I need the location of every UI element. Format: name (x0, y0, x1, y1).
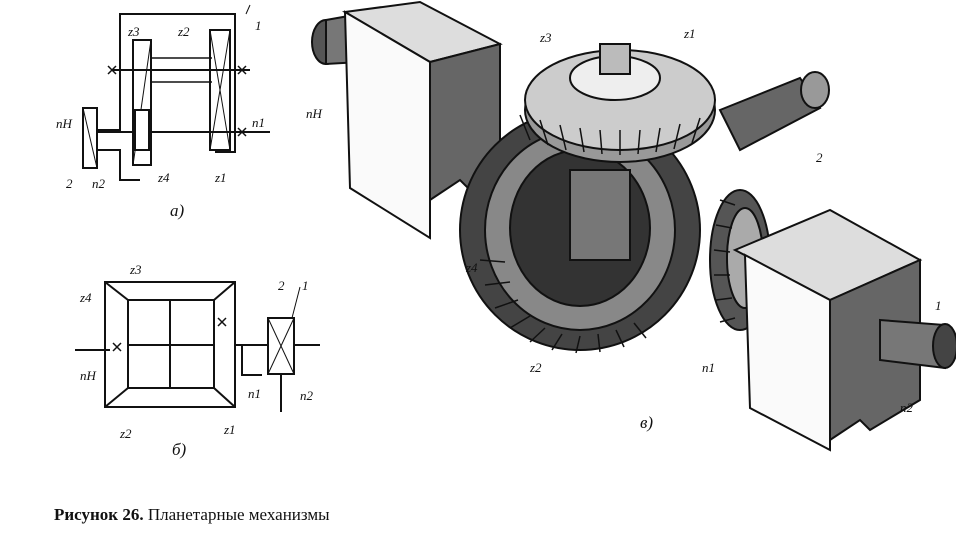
gear-teeth (479, 114, 736, 354)
label-n2: n2 (92, 176, 106, 191)
label-nh: nH (56, 116, 73, 131)
label-2: 2 (816, 150, 823, 165)
diagram-c (311, 0, 956, 452)
diagram-a-labels: z3 z2 1 nH n1 2 n2 z4 z1 а) (56, 18, 265, 220)
label-nh: nH (80, 368, 97, 383)
label-n2: n2 (300, 388, 314, 403)
label-1: 1 (255, 18, 262, 33)
label-nh: nH (306, 106, 323, 121)
diagram-c-labels: z3 z1 nH 2 z4 z2 n1 1 n2 в) (306, 26, 942, 432)
panel-label-a: а) (170, 201, 185, 220)
label-n1: n1 (702, 360, 715, 375)
panel-label-c: в) (640, 413, 653, 432)
label-z1: z1 (214, 170, 227, 185)
diagram-b-labels: z3 z4 nH 2 1 n1 n2 z2 z1 б) (79, 262, 314, 459)
label-n2: n2 (900, 400, 914, 415)
label-z3: z3 (539, 30, 552, 45)
label-z2: z2 (177, 24, 190, 39)
label-n1: n1 (248, 386, 261, 401)
label-n1: n1 (252, 115, 265, 130)
figure-caption: Рисунок 26. Планетарные механизмы (54, 505, 330, 525)
label-z3: z3 (127, 24, 140, 39)
diagram-a (82, 4, 270, 181)
label-2: 2 (278, 278, 285, 293)
label-z2: z2 (529, 360, 542, 375)
figure-title: Планетарные механизмы (147, 505, 330, 524)
panel-label-b: б) (172, 440, 187, 459)
label-z3: z3 (129, 262, 142, 277)
figure-number: Рисунок 26. (54, 505, 144, 524)
label-z4: z4 (79, 290, 92, 305)
label-z4: z4 (465, 260, 478, 275)
figure-canvas: z3 z2 1 nH n1 2 n2 z4 z1 а) z3 z4 nH 2 (56, 0, 956, 459)
label-1: 1 (935, 298, 942, 313)
diagram-b (75, 281, 320, 412)
label-z4: z4 (157, 170, 170, 185)
label-z1: z1 (223, 422, 236, 437)
label-z1: z1 (683, 26, 696, 41)
label-2: 2 (66, 176, 73, 191)
label-1: 1 (302, 278, 309, 293)
label-z2: z2 (119, 426, 132, 441)
